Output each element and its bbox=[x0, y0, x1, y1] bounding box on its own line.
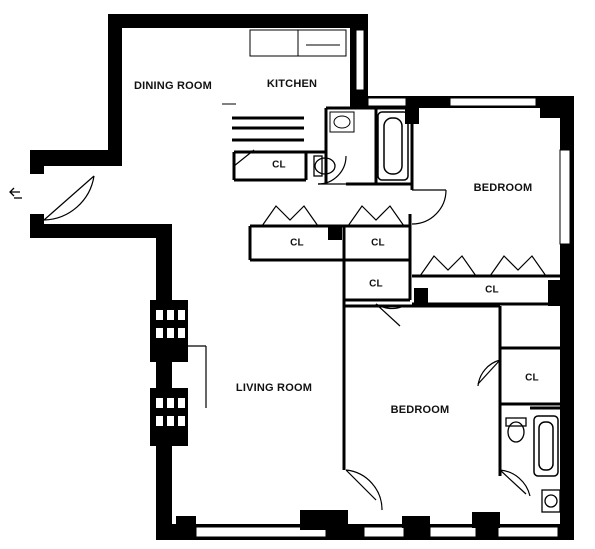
doors bbox=[43, 149, 531, 511]
bedroom-label-lower: BEDROOM bbox=[390, 404, 450, 416]
window-openings bbox=[195, 29, 571, 538]
closet-label-bedroom-corner: CL bbox=[525, 372, 539, 384]
dining-room-label: DINING ROOM bbox=[134, 80, 212, 92]
kitchen-label: KITCHEN bbox=[266, 78, 318, 90]
toilets-sinks bbox=[313, 155, 561, 513]
radiator-pipe bbox=[188, 345, 207, 408]
interior-walls bbox=[232, 106, 560, 476]
closet-label-hall: CL bbox=[272, 159, 286, 171]
living-room-label: LIVING ROOM bbox=[235, 382, 313, 394]
bathtubs bbox=[377, 111, 559, 477]
bedroom-label-upper: BEDROOM bbox=[473, 182, 533, 194]
bifold-doors bbox=[261, 205, 547, 277]
radiator-fins bbox=[156, 310, 185, 426]
entry-arrow-icon bbox=[9, 187, 22, 199]
wall-pilasters bbox=[176, 226, 560, 530]
closet-label-left-pair: CL bbox=[290, 237, 304, 249]
closet-label-lower: CL bbox=[369, 278, 383, 290]
closet-label-bedroom-wall: CL bbox=[485, 284, 499, 296]
kitchen-fixtures bbox=[222, 29, 355, 133]
closet-label-right-pair: CL bbox=[371, 237, 385, 249]
